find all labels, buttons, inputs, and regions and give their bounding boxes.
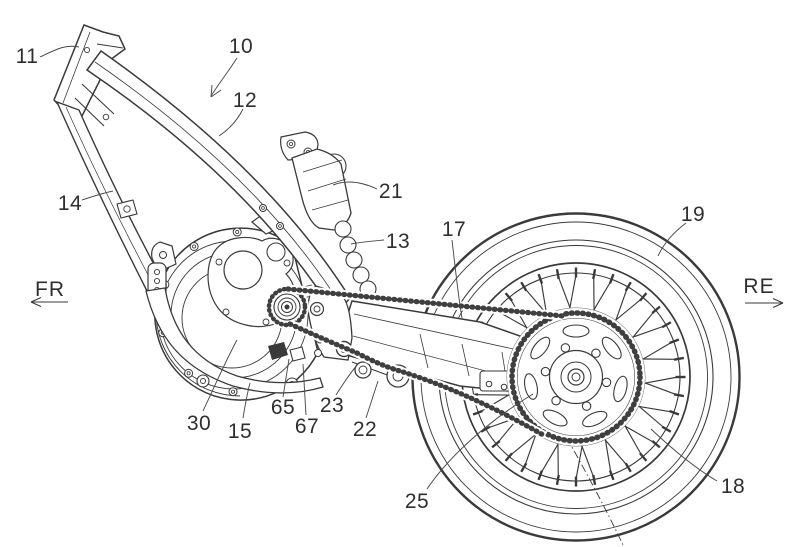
leader-65 (282, 358, 290, 398)
leader-17 (451, 239, 463, 319)
ref-label-23: 23 (320, 394, 344, 417)
leader-25 (426, 393, 534, 490)
front-direction-label: FR (35, 278, 65, 301)
rear-direction-label: RE (743, 275, 774, 298)
rear-direction-arrow (745, 297, 784, 309)
front-direction-arrow (30, 296, 68, 308)
leader-13 (350, 239, 385, 245)
leader-21 (332, 181, 378, 190)
ref-label-11: 11 (16, 45, 39, 68)
chain-guide-bracket (289, 346, 306, 362)
leader-22 (365, 380, 379, 419)
drive-chain (265, 284, 645, 446)
leader-67 (302, 363, 307, 416)
ref-label-10: 10 (229, 35, 253, 58)
ref-label-25: 25 (405, 490, 429, 513)
ref-label-65: 65 (271, 396, 295, 419)
leader-15 (242, 382, 251, 419)
ref-label-17: 17 (442, 218, 466, 241)
ref-label-14: 14 (58, 192, 82, 215)
reference-labels: 10 11 12 13 14 15 17 18 19 21 22 23 25 3… (16, 35, 774, 513)
leader-14 (81, 190, 114, 201)
leader-19 (657, 222, 687, 257)
ref-label-15: 15 (228, 420, 252, 443)
ref-label-18: 18 (721, 475, 745, 498)
hub-outer (548, 349, 604, 405)
ref-label-12: 12 (233, 89, 257, 112)
ref-label-13: 13 (386, 230, 410, 253)
motor-cover-boss (223, 250, 263, 290)
leader-12 (218, 108, 244, 137)
ref-label-19: 19 (681, 203, 705, 226)
ref-label-22: 22 (353, 418, 377, 441)
chain-lower-run (287, 321, 548, 439)
sprocket-slots (523, 324, 628, 428)
leader-30 (202, 339, 238, 412)
rear-shock-absorber (280, 131, 377, 298)
lower-cradle (145, 287, 324, 394)
chain-upper-run (285, 286, 566, 319)
gusset (81, 83, 115, 115)
rear-axle (567, 368, 585, 386)
leader-23 (335, 363, 359, 396)
ref-label-21: 21 (379, 180, 403, 203)
leader-11 (39, 45, 80, 58)
leader-18 (650, 428, 718, 482)
leader-lines (39, 45, 718, 490)
ref-label-30: 30 (187, 412, 211, 435)
shock-spring-coils (334, 220, 377, 298)
ref-label-67: 67 (295, 415, 319, 438)
leader-10-arrow (210, 57, 238, 97)
chain-guide-piece (268, 342, 288, 360)
direction-arrows (30, 296, 784, 309)
frame (53, 24, 353, 394)
link-roller-small (354, 361, 372, 379)
